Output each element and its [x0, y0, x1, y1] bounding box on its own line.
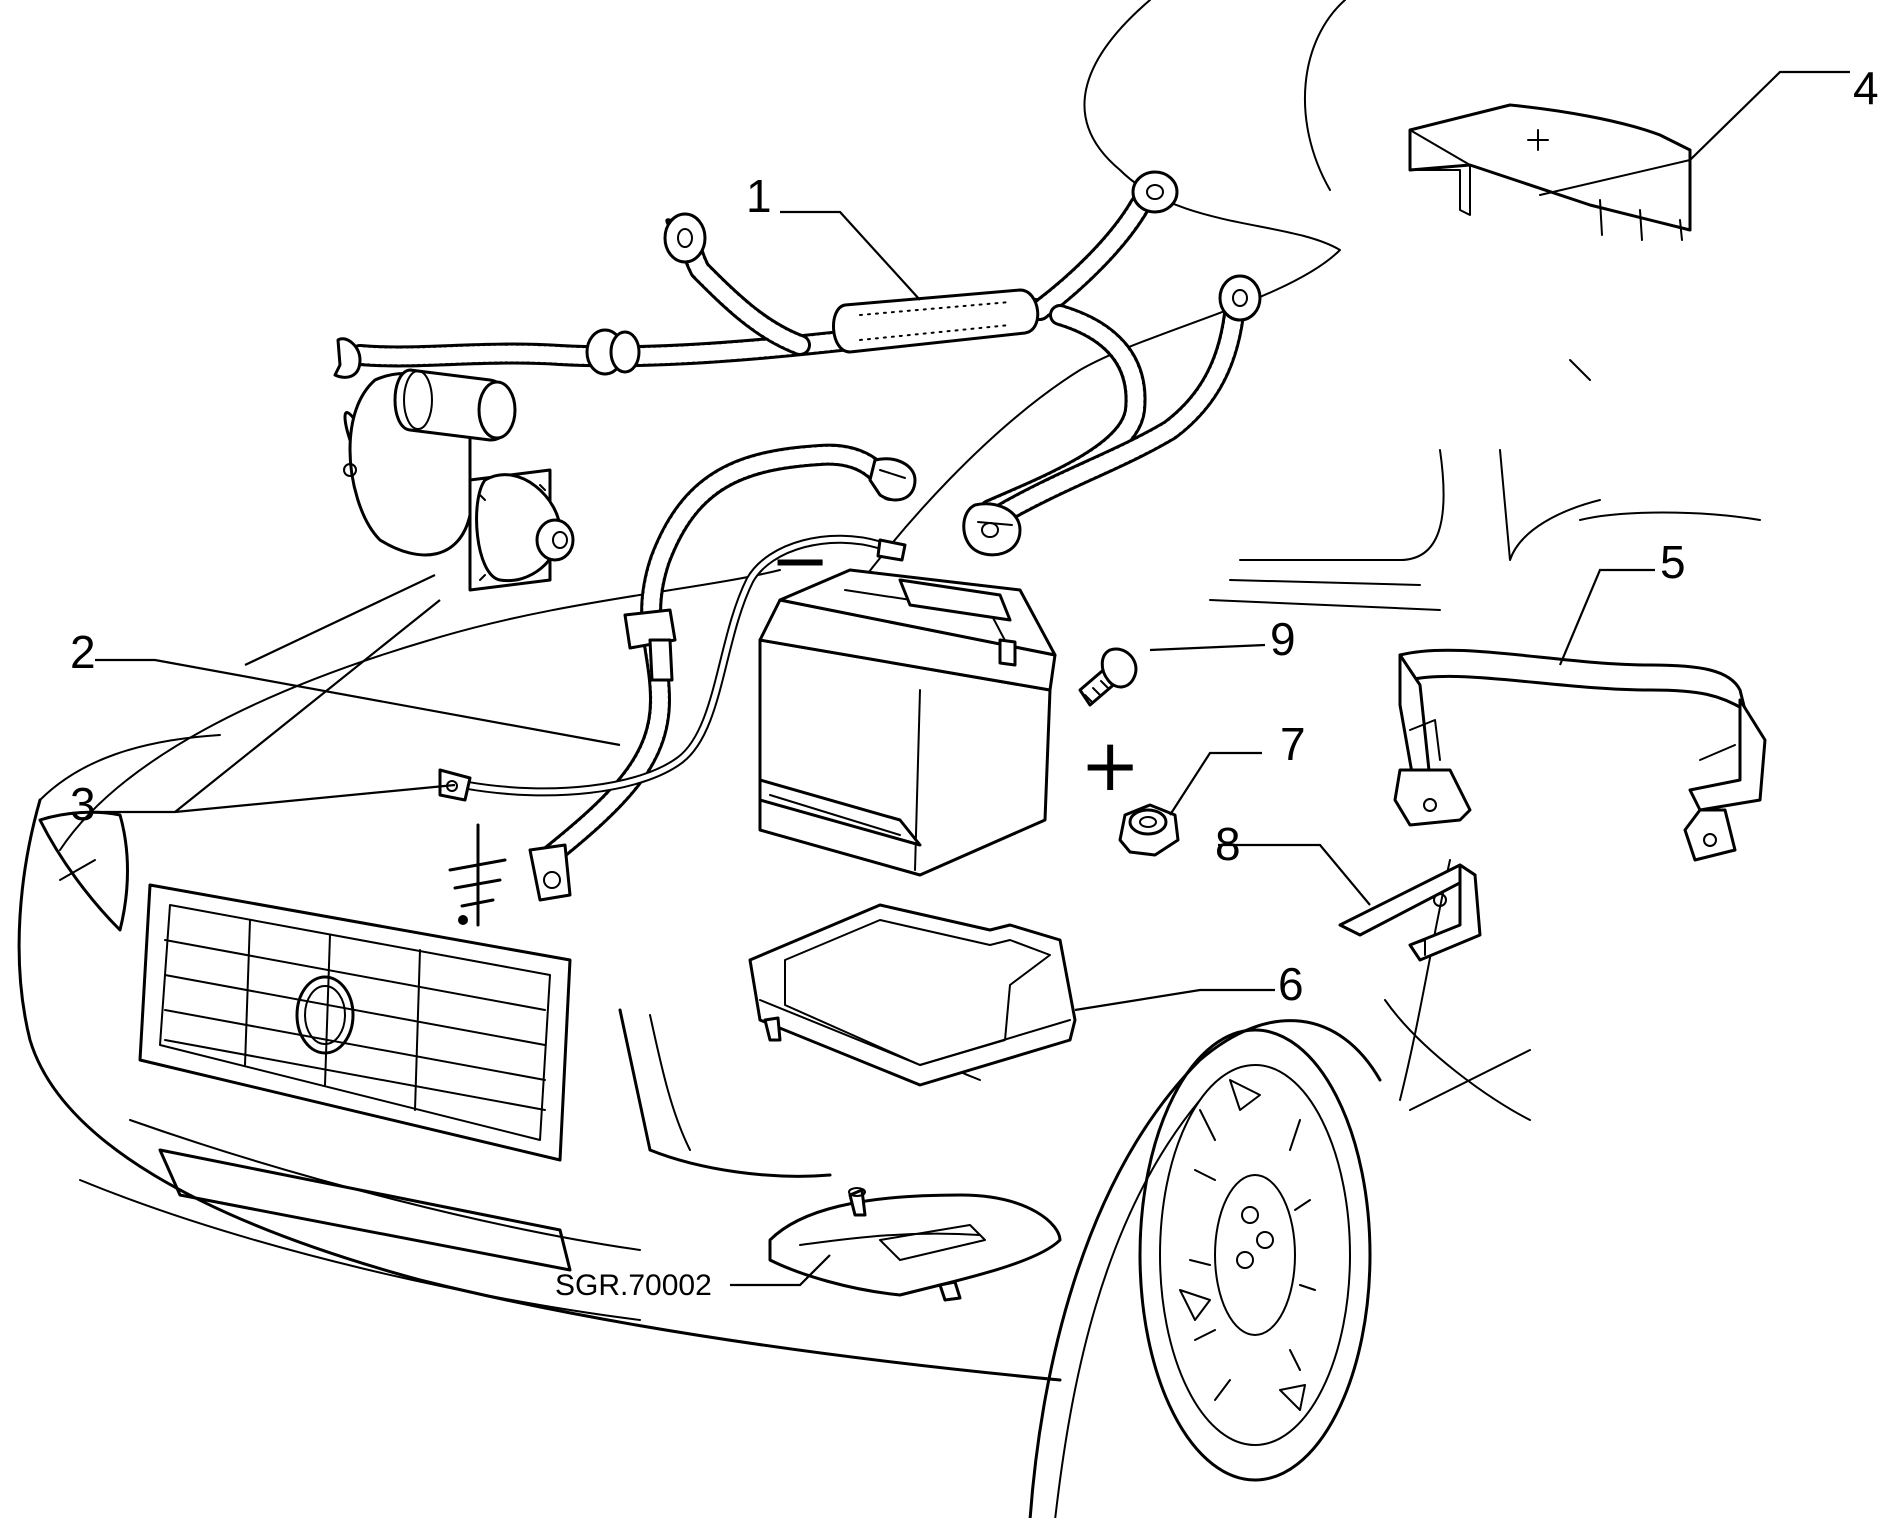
ground-symbol-icon — [448, 823, 507, 927]
battery-base-plate — [768, 1187, 1062, 1302]
grille-badge — [295, 975, 355, 1055]
callout-9: 9 — [1270, 613, 1296, 665]
battery-clamp — [962, 502, 1022, 557]
front-wheel — [1138, 1028, 1372, 1482]
callout-1: 1 — [746, 170, 772, 222]
reference-label: SGR.70002 — [555, 1269, 712, 1302]
harness-sleeve — [832, 288, 1040, 354]
starter-motor — [343, 368, 575, 592]
terminal-cover — [1408, 103, 1692, 241]
leader-lines — [95, 70, 1850, 1287]
main-cable-harness — [333, 170, 1262, 557]
callout-3: 3 — [70, 778, 96, 830]
callout-2: 2 — [70, 626, 96, 678]
callout-4: 4 — [1853, 62, 1879, 114]
battery-tray — [748, 903, 1077, 1087]
callout-5: 5 — [1660, 536, 1686, 588]
callout-6: 6 — [1278, 958, 1304, 1010]
callout-7: 7 — [1280, 718, 1306, 770]
battery — [758, 568, 1057, 877]
bolt — [1078, 647, 1138, 707]
ground-strap — [438, 534, 907, 802]
small-bracket — [1338, 863, 1482, 962]
positive-symbol: + — [1080, 723, 1140, 807]
callout-8: 8 — [1215, 818, 1241, 870]
negative-cable — [528, 443, 917, 902]
grille-slats — [164, 919, 546, 1111]
nut — [1118, 803, 1180, 857]
negative-symbol: − — [770, 518, 830, 602]
ring-terminals — [333, 170, 1262, 379]
battery-hold-down-strap — [1393, 648, 1767, 862]
